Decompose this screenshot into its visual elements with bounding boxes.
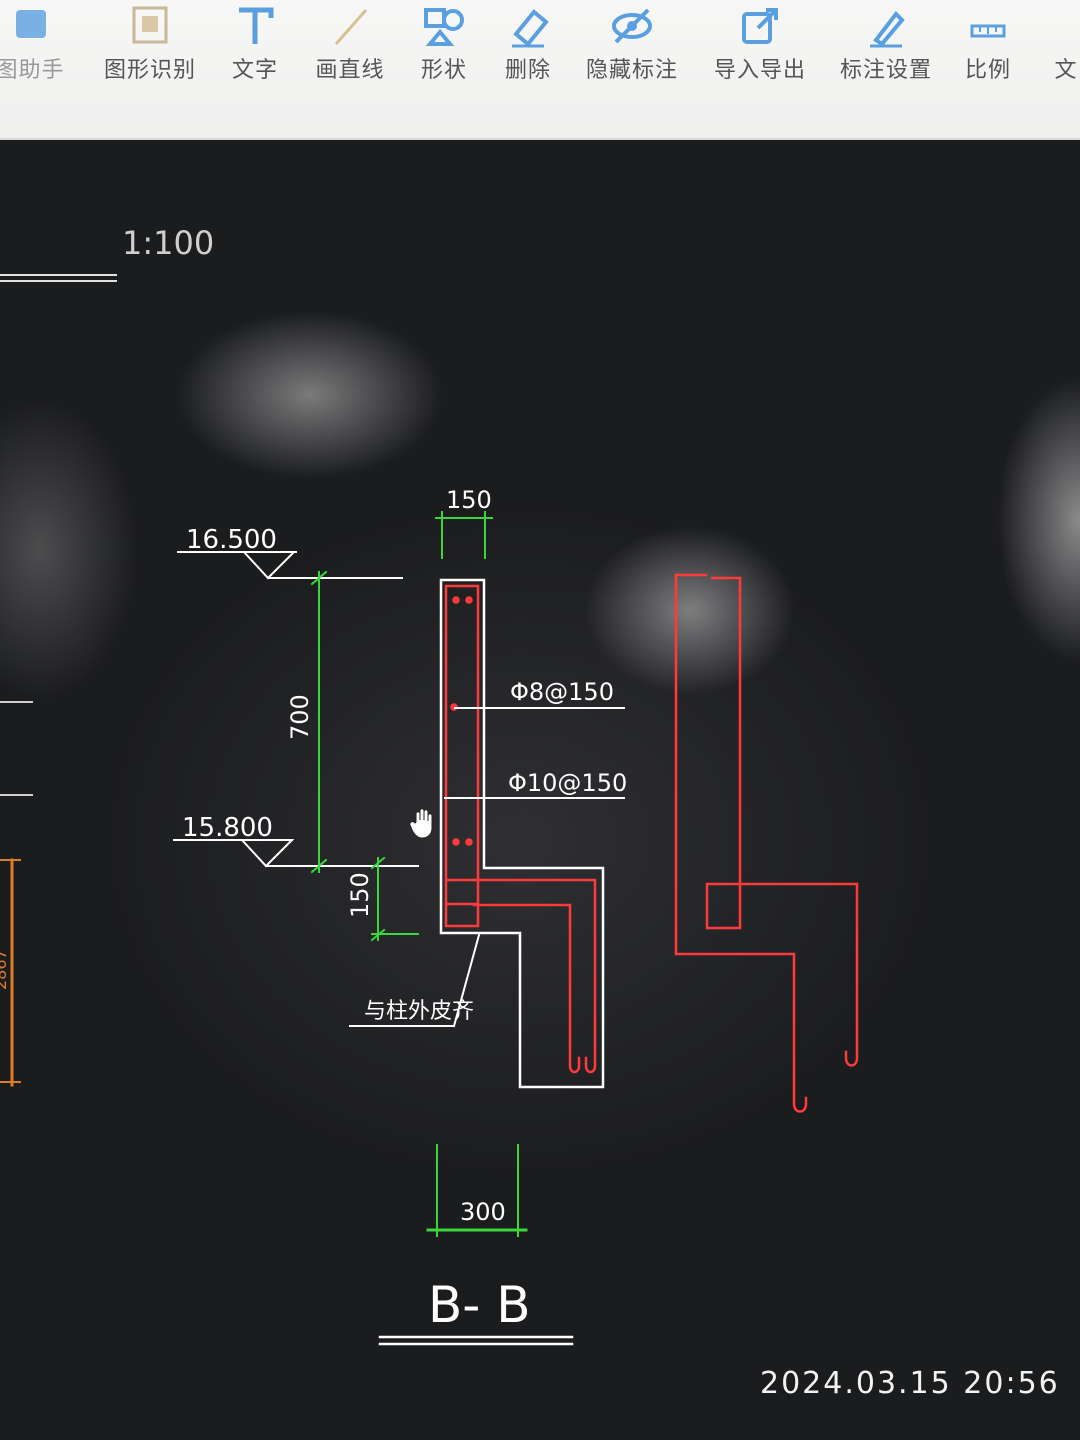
- shape-recognition-icon: [132, 6, 168, 44]
- shape-icon: [424, 8, 464, 46]
- dimension-top-width-150: 150: [435, 486, 493, 559]
- left-orange-dimension: 2867: [0, 858, 21, 1087]
- tool-more[interactable]: 文: [1046, 0, 1080, 100]
- section-outline: [439, 578, 605, 1089]
- photo-timestamp: 2024.03.15 20:56: [760, 1366, 1060, 1401]
- rebar-label-1: Φ8@150: [454, 678, 625, 709]
- toolbar: 图助手 图形识别 文字 画直线 形状 删除 隐藏标注 导入导出 标注设置 比例 …: [0, 0, 1080, 140]
- dimension-bottom-width-300: 300: [426, 1144, 528, 1237]
- eraser-icon: [512, 9, 549, 48]
- tool-shape-recognition[interactable]: 图形识别: [100, 0, 200, 100]
- scale-icon: [970, 24, 1006, 38]
- tool-annotation-settings[interactable]: 标注设置: [836, 0, 936, 100]
- scale-label: 1:100: [122, 224, 214, 262]
- svg-text:Φ8@150: Φ8@150: [510, 678, 614, 706]
- svg-text:Φ10@150: Φ10@150: [508, 769, 627, 797]
- tool-draw-line[interactable]: 画直线: [310, 0, 390, 100]
- svg-text:15.800: 15.800: [182, 813, 273, 843]
- note-flush-with-column: 与柱外皮齐: [349, 933, 481, 1028]
- elevation-mark-top: 16.500: [177, 525, 403, 580]
- line-icon: [334, 9, 368, 45]
- rebar-detail: [674, 573, 859, 1113]
- tool-shape[interactable]: 形状: [412, 0, 476, 100]
- section-rebar: [444, 584, 597, 1074]
- hide-annotation-icon: [612, 8, 652, 44]
- annotation-settings-icon: [870, 10, 905, 48]
- tool-text[interactable]: 文字: [225, 0, 285, 100]
- tool-assistant[interactable]: 图助手: [0, 0, 70, 100]
- tool-delete[interactable]: 删除: [498, 0, 558, 100]
- svg-text:150: 150: [446, 486, 492, 514]
- dimension-step-150: 150: [346, 856, 419, 942]
- drawing-canvas[interactable]: [0, 140, 1080, 1440]
- svg-text:16.500: 16.500: [186, 525, 277, 555]
- tool-import-export[interactable]: 导入导出: [708, 0, 812, 100]
- svg-text:700: 700: [286, 694, 314, 740]
- svg-text:2867: 2867: [0, 949, 10, 990]
- text-icon: [239, 7, 274, 44]
- elevation-mark-bottom: 15.800: [173, 813, 419, 868]
- svg-text:与柱外皮齐: 与柱外皮齐: [364, 999, 474, 1024]
- assistant-icon: [16, 10, 46, 38]
- svg-text:300: 300: [460, 1198, 506, 1226]
- section-title: B- B: [428, 1276, 531, 1334]
- hand-cursor-icon: [409, 808, 433, 839]
- svg-text:150: 150: [346, 872, 374, 918]
- section-title-block: B- B: [378, 1276, 574, 1346]
- rebar-label-2: Φ10@150: [444, 769, 627, 799]
- import-export-icon: [742, 8, 778, 44]
- dimension-height-700: 700: [286, 570, 328, 874]
- tool-hide-annotation[interactable]: 隐藏标注: [582, 0, 682, 100]
- tool-scale[interactable]: 比例: [960, 0, 1016, 100]
